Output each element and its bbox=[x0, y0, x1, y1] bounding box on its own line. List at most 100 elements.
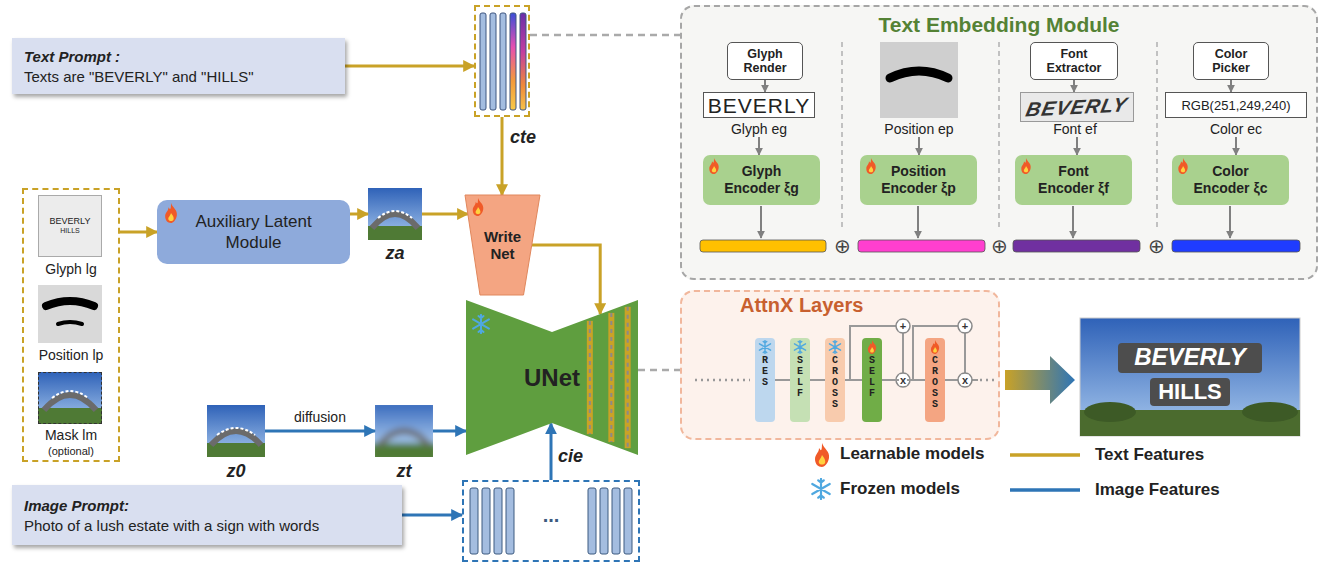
feature-arrow bbox=[1229, 206, 1231, 238]
caption-text: Color ec bbox=[1177, 121, 1295, 137]
node-text: BEVERLY bbox=[1024, 94, 1130, 119]
caption-text: (optional) bbox=[24, 445, 118, 457]
scene-sky bbox=[207, 405, 265, 457]
input-group: BEVERLYHILLSGlyph lg Position lp Mask lm (o… bbox=[22, 188, 120, 462]
learnable-icon bbox=[931, 340, 939, 354]
position-stroke bbox=[890, 71, 948, 78]
output-shrub bbox=[1242, 402, 1298, 422]
connector bbox=[758, 137, 760, 155]
connector bbox=[1230, 80, 1232, 92]
ellipsis: ... bbox=[543, 504, 560, 527]
node-text: Glyph Encoder ξg bbox=[719, 163, 805, 197]
prompt-box: Text Prompt :Texts are "BEVERLY" and "HI… bbox=[12, 38, 345, 94]
embedding-bar bbox=[506, 488, 514, 554]
node-text: Texts are "BEVERLY" and "HILLS" bbox=[24, 68, 253, 85]
node-text: UNet bbox=[524, 364, 580, 392]
connector bbox=[402, 514, 462, 517]
connector bbox=[775, 379, 790, 381]
scene-sky bbox=[38, 372, 102, 424]
column-divider bbox=[842, 42, 1157, 228]
noisy-latent-image: zt bbox=[375, 405, 433, 457]
frozen-icon bbox=[829, 341, 840, 354]
node-text: BEVERLY bbox=[708, 95, 810, 116]
layers-panel: AttnX LayersRESSELFCROSSSELFCROSS bbox=[680, 290, 1000, 440]
scene-ground bbox=[375, 443, 433, 457]
node-text: Text Embedding Module bbox=[682, 7, 1316, 37]
caption-text: Position lp bbox=[24, 347, 118, 363]
glyph-image: BEVERLYGlyph eg bbox=[703, 92, 815, 118]
plus-symbol: ⊕ bbox=[1148, 234, 1165, 258]
scene-letters bbox=[217, 428, 255, 435]
node-text: RGB(251,249,240) bbox=[1181, 98, 1290, 113]
position-stroke bbox=[58, 322, 82, 324]
feature-arrow bbox=[1072, 206, 1074, 238]
caption-text: Glyph eg bbox=[700, 121, 818, 137]
color-value: RGB(251,249,240)Color ec bbox=[1165, 92, 1307, 118]
connector bbox=[422, 213, 468, 216]
caption-text: cte bbox=[510, 127, 550, 148]
embedding-box: cte bbox=[474, 5, 530, 117]
encoder-box: Glyph Encoder ξg bbox=[703, 155, 820, 205]
caption-text: AttnX Layers bbox=[740, 294, 900, 317]
frozen-icon bbox=[759, 341, 770, 354]
glyph-thumbnail: BEVERLYHILLSGlyph lg bbox=[38, 195, 102, 257]
tool-box: Font Extractor bbox=[1030, 42, 1118, 80]
frozen-icon bbox=[794, 341, 805, 354]
caption-text: Glyph lg bbox=[24, 261, 118, 277]
node-text: Font Extractor bbox=[1044, 47, 1104, 76]
connector bbox=[530, 34, 680, 37]
learnable-icon bbox=[866, 158, 875, 174]
output-shrub bbox=[1084, 402, 1136, 422]
position-thumbnail: Position lp bbox=[38, 285, 102, 343]
node-text: CROSS bbox=[832, 355, 839, 410]
feature-bar bbox=[858, 240, 985, 252]
embedding-bar bbox=[600, 488, 608, 554]
caption-text: zt bbox=[369, 461, 439, 482]
tool-box: Color Picker bbox=[1193, 42, 1269, 80]
caption-text: Mask lm bbox=[24, 427, 118, 443]
node-text: SELF bbox=[797, 355, 804, 399]
caption-text: cie bbox=[558, 446, 598, 467]
attnx-stripe-dash bbox=[610, 313, 612, 442]
trapezoid-outline bbox=[465, 195, 540, 295]
connector bbox=[265, 430, 375, 433]
attnx-stripe-dash bbox=[589, 321, 591, 434]
caption-text: Position ep bbox=[860, 121, 978, 137]
node-text: Auxiliary Latent Module bbox=[171, 211, 336, 254]
attnx-stripe bbox=[625, 307, 631, 448]
panel-ground bbox=[680, 5, 1318, 280]
encoder-box: Color Encoder ξc bbox=[1172, 155, 1289, 205]
add-circle bbox=[896, 319, 910, 333]
connector bbox=[433, 430, 466, 433]
position-map bbox=[38, 285, 102, 343]
embedding-bar bbox=[500, 13, 506, 110]
scene-ground bbox=[368, 226, 422, 240]
connector bbox=[1235, 137, 1237, 155]
connector bbox=[120, 231, 157, 234]
learnable-icon bbox=[709, 158, 718, 174]
scene-sky bbox=[375, 405, 433, 445]
noisy-scene bbox=[375, 405, 433, 457]
learnable-icon bbox=[815, 443, 829, 467]
learnable-icon bbox=[1021, 158, 1030, 174]
scene-letters bbox=[378, 211, 412, 218]
embedding-bar bbox=[624, 488, 632, 554]
icon-holder bbox=[157, 200, 350, 264]
continuation-dots bbox=[980, 379, 996, 382]
sign-text: BEVERLY bbox=[1134, 343, 1246, 371]
layer-block: SELF bbox=[790, 338, 810, 422]
plus-symbol: ⊕ bbox=[991, 234, 1008, 258]
embedding-bar bbox=[482, 488, 490, 554]
embedding-bar bbox=[520, 13, 526, 110]
embedding-bar bbox=[612, 488, 620, 554]
unet-hourglass: UNet bbox=[466, 300, 638, 455]
connector bbox=[638, 369, 680, 372]
connector bbox=[810, 379, 825, 381]
node-text: Photo of a lush estate with a sign with … bbox=[24, 517, 319, 534]
feature-bar bbox=[1013, 240, 1140, 252]
position-map bbox=[880, 42, 958, 118]
embedding-bar bbox=[510, 13, 516, 110]
frozen-icon bbox=[473, 315, 489, 333]
latent-image: za bbox=[368, 188, 422, 240]
feature-arrow bbox=[760, 206, 762, 238]
